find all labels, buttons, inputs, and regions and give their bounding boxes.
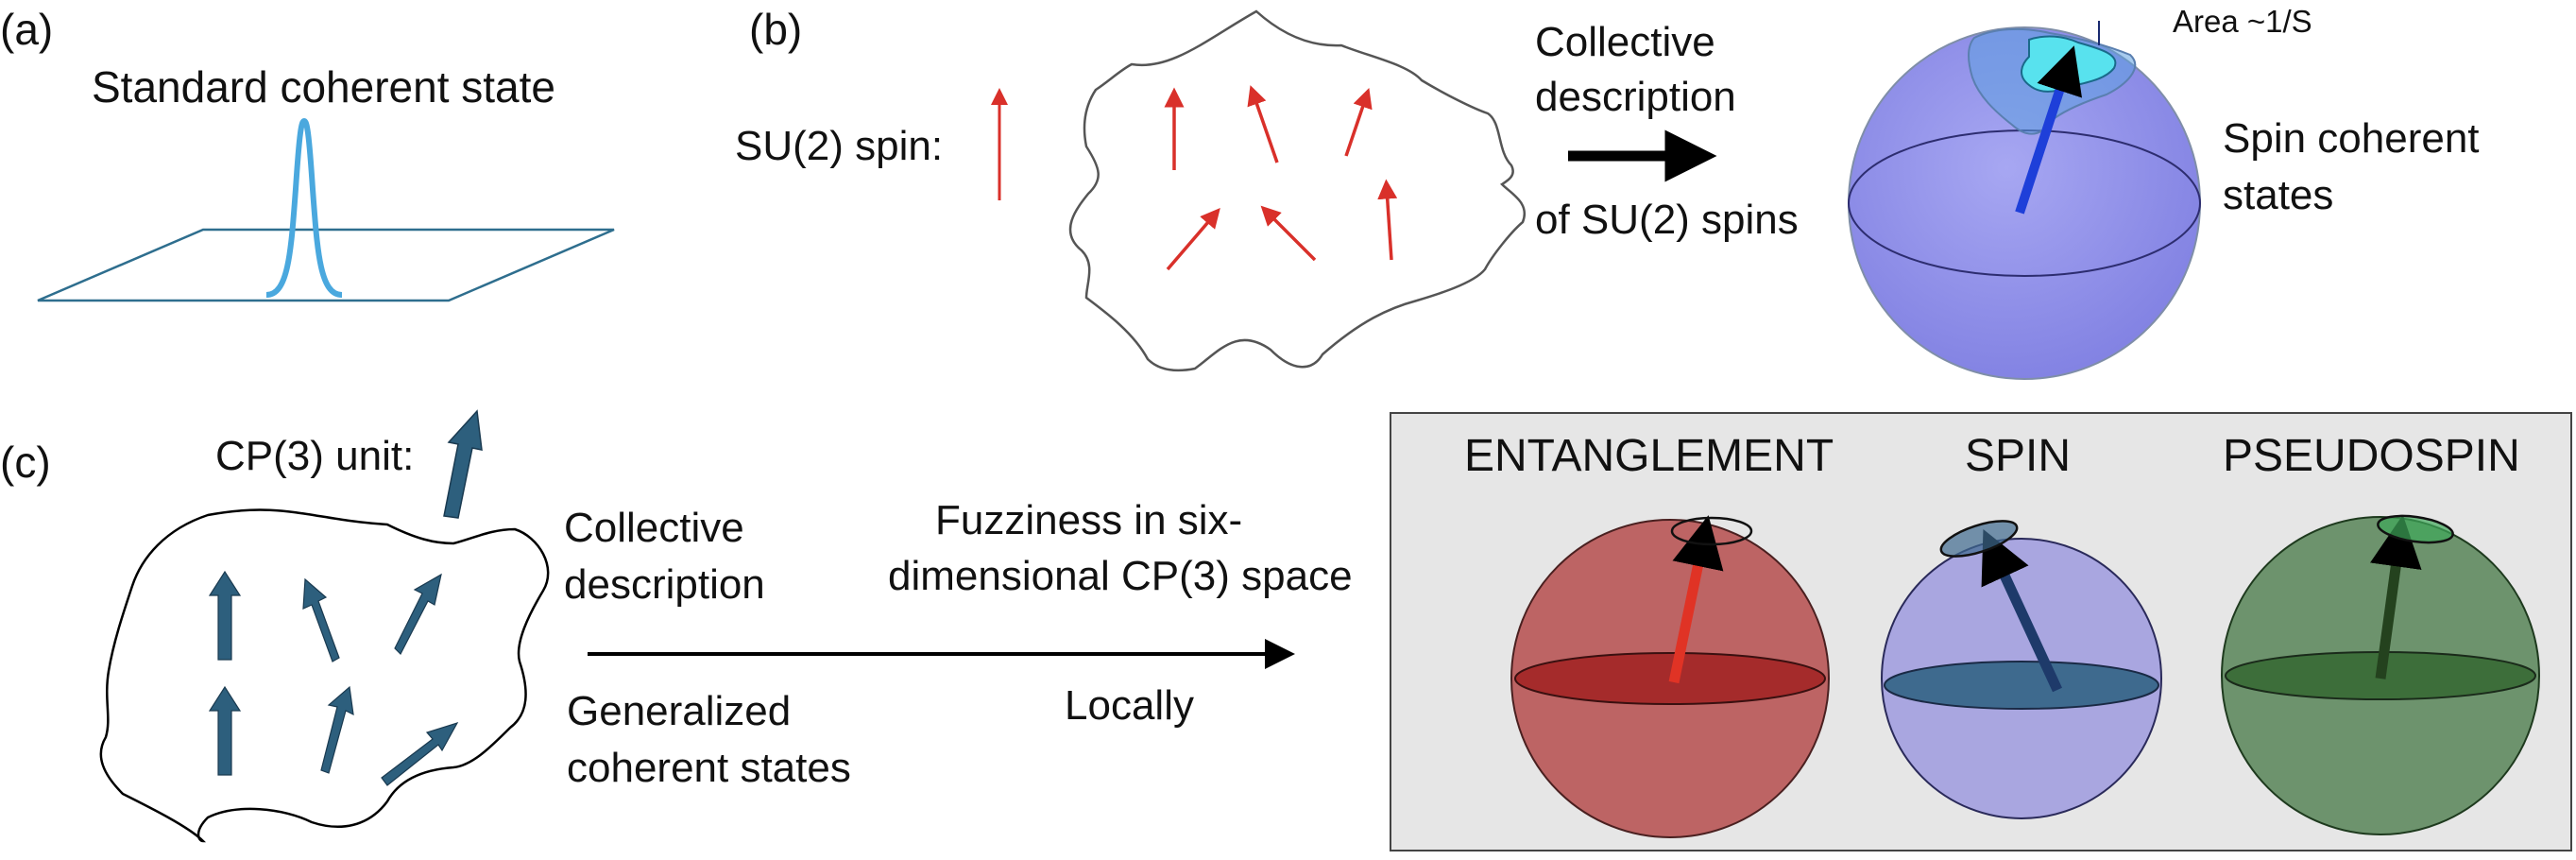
cp3-arrow: [208, 570, 242, 661]
spin-arrow: [1260, 205, 1317, 262]
fuzzy-cap: [2377, 514, 2454, 544]
panel-a-title: Standard coherent state: [92, 62, 555, 112]
sphere-b-label-line2: states: [2223, 172, 2334, 218]
sphere-equator: [1884, 661, 2159, 710]
spin-vector: [2015, 45, 2082, 215]
state-vector: [1981, 529, 2062, 693]
collective-c-line2: description: [564, 561, 765, 608]
sphere-title-spin: SPIN: [1965, 431, 2072, 481]
cp3-cluster-arrows: [208, 570, 459, 786]
panel-c-tag: (c): [0, 438, 51, 487]
fuzziness-line2: dimensional CP(3) space: [888, 553, 1353, 599]
collective-c-line1: Collective: [564, 505, 744, 551]
spin-cluster-outline: [1068, 9, 1527, 372]
generalized-line2: coherent states: [567, 745, 851, 791]
spin-coherent-sphere: [1848, 21, 2201, 380]
panel-b: [991, 9, 2201, 380]
cp3-arrow: [302, 577, 340, 662]
panel-a: [37, 117, 615, 302]
sphere-entanglement: [1510, 515, 1830, 838]
gaussian-peak: [265, 117, 343, 298]
sphere-title-entanglement: ENTANGLEMENT: [1464, 431, 1834, 481]
cp3-arrow: [320, 685, 354, 774]
cp3-unit-arrow: [443, 409, 483, 519]
panel-a-tag: (a): [0, 5, 54, 54]
spin-arrow: [1377, 179, 1398, 261]
collective-b-line1: Collective: [1535, 19, 1715, 65]
area-label: Area ~1/S: [2173, 4, 2312, 39]
panel-c: [99, 409, 2572, 851]
fuzzy-cap: [1670, 516, 1753, 546]
fuzzy-cap: [1939, 520, 2019, 558]
generalized-line1: Generalized: [567, 688, 792, 734]
sphere-title-pseudospin: PSEUDOSPIN: [2223, 431, 2520, 481]
fuzziness-line1: Fuzziness in six-: [935, 497, 1243, 543]
cp3-arrow: [208, 685, 242, 776]
locally-label: Locally: [1065, 682, 1194, 729]
cp3-arrow: [381, 721, 459, 786]
spin-arrow: [1166, 208, 1220, 271]
sphere-b-label-line1: Spin coherent: [2223, 115, 2480, 162]
cluster-spin-arrows: [1164, 85, 1398, 271]
state-vector: [2370, 514, 2422, 679]
cp3-arrow: [394, 573, 442, 656]
collective-b-line2: description: [1535, 74, 1736, 120]
sphere-spin: [1881, 520, 2162, 819]
plane-parallelogram: [37, 228, 615, 302]
cp3-unit-label: CP(3) unit:: [215, 433, 415, 479]
su2-spin-label: SU(2) spin:: [735, 123, 944, 169]
collective-b-line3: of SU(2) spins: [1535, 197, 1799, 243]
panel-b-tag: (b): [749, 5, 803, 54]
spin-arrow: [1247, 85, 1279, 163]
cp3-cluster-outline: [99, 508, 550, 843]
spin-arrow: [1344, 88, 1373, 157]
state-vector: [1668, 515, 1724, 684]
sphere-pseudospin: [2221, 514, 2540, 835]
